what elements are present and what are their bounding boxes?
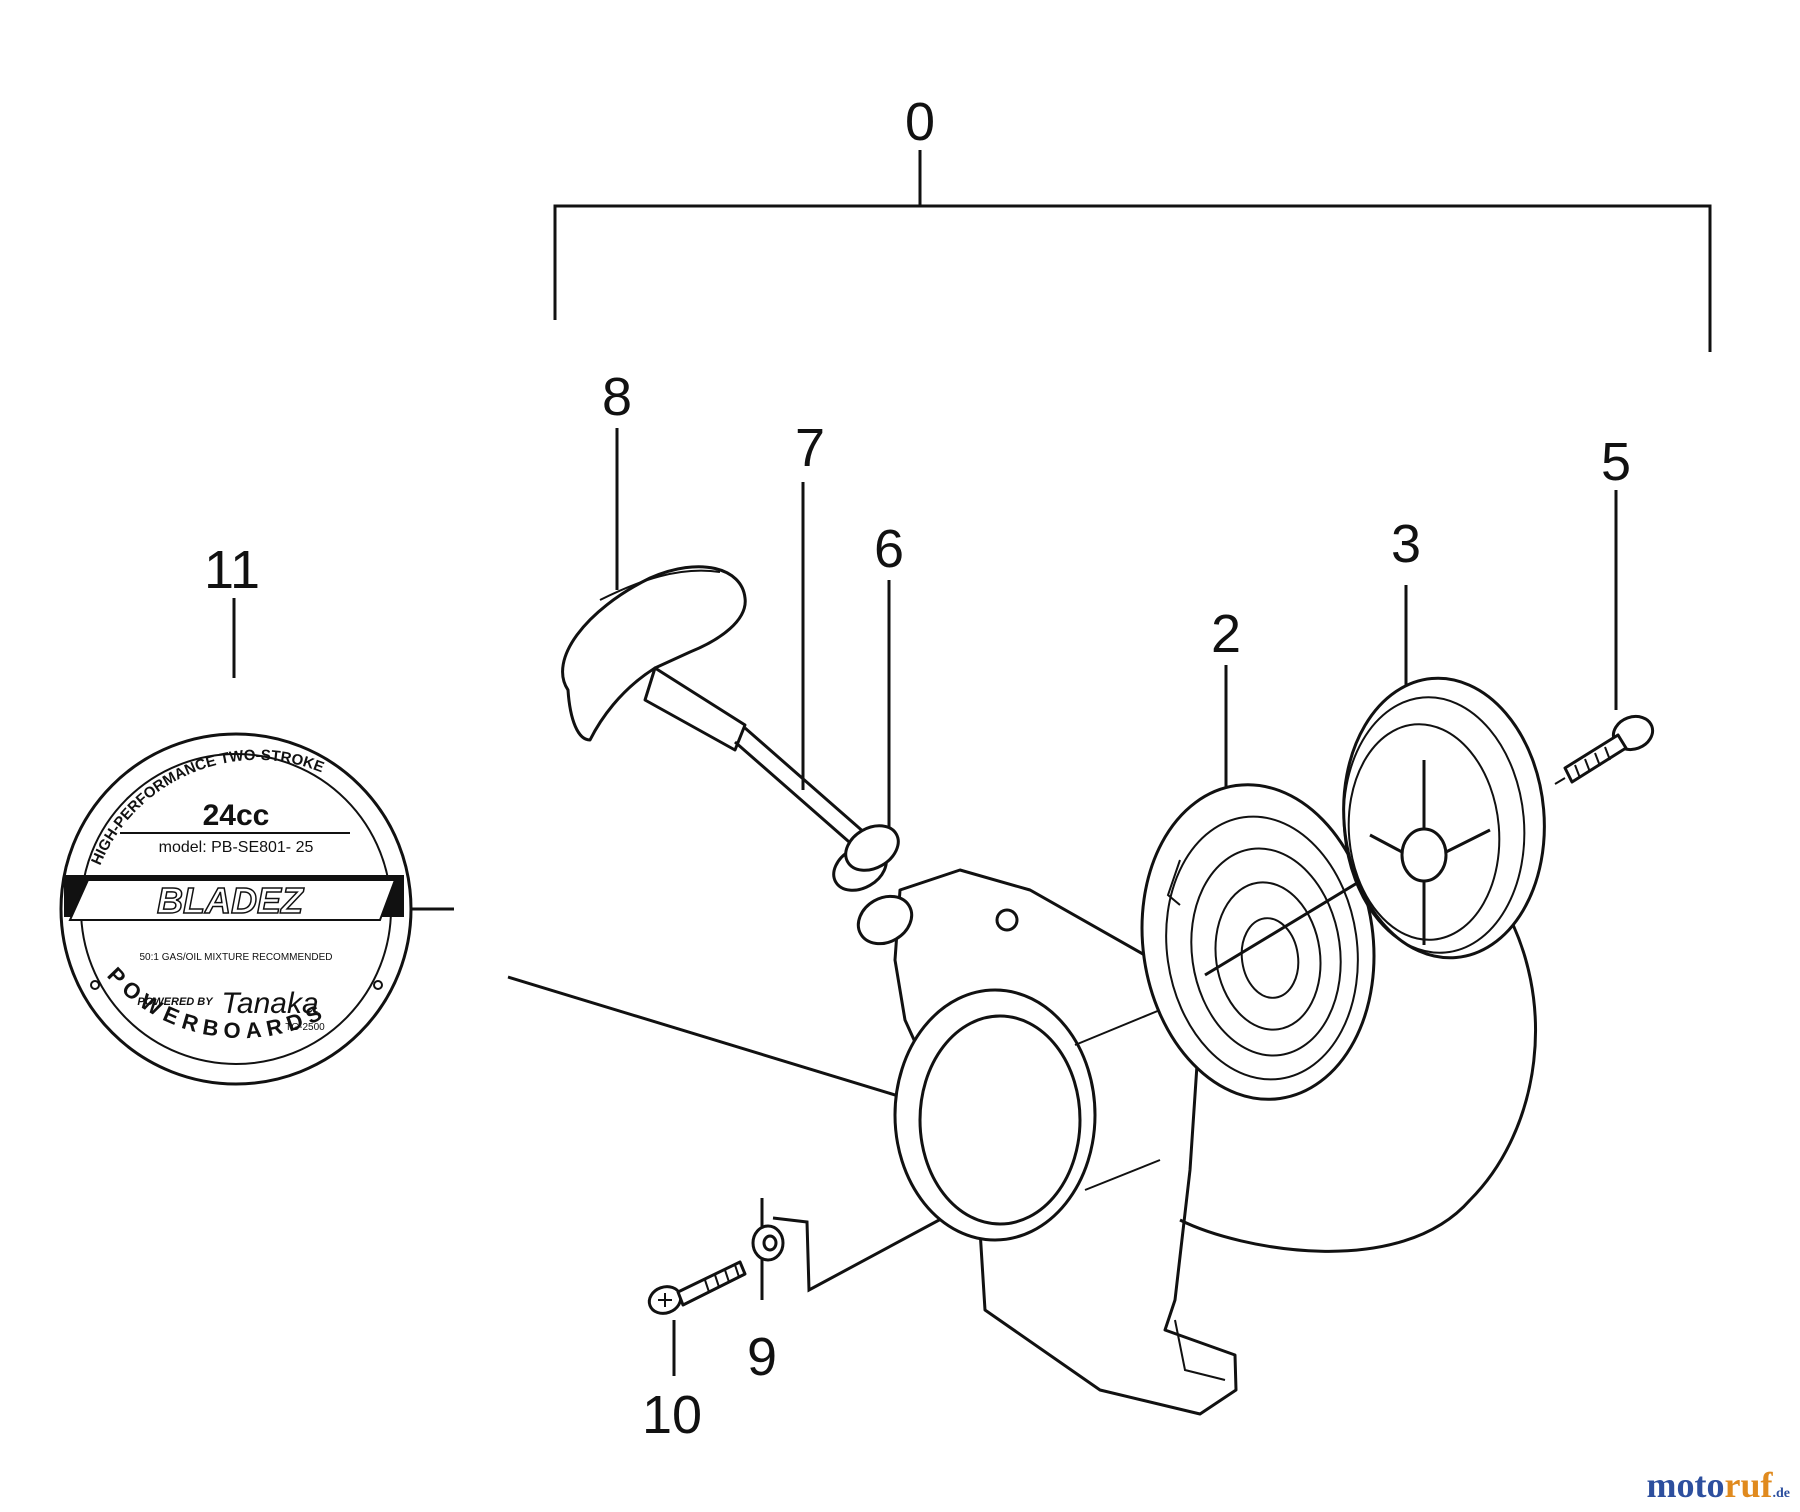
watermark: motoruf.de (1647, 1464, 1790, 1506)
watermark-suffix: .de (1772, 1486, 1791, 1501)
decal: HIGH-PERFORMANCE TWO-STROKE POWERBOARDS … (59, 732, 413, 1086)
callout-10: 10 (642, 1385, 702, 1445)
rope-guide (832, 824, 900, 892)
decal-mixture: 50:1 GAS/OIL MIXTURE RECOMMENDED (140, 952, 333, 963)
callout-3: 3 (1391, 514, 1421, 574)
callout-2: 2 (1211, 604, 1241, 664)
decal-logo-panel (68, 879, 397, 921)
callout-0: 0 (905, 92, 935, 152)
screw (1554, 714, 1655, 785)
decal-displacement: 24cc (203, 799, 270, 832)
callout-7: 7 (795, 418, 825, 478)
watermark-part-2: ruf (1724, 1465, 1773, 1505)
callout-9: 9 (747, 1327, 777, 1387)
watermark-part-1: moto (1646, 1465, 1725, 1505)
decal-brand-model: TG-2500 (285, 1022, 325, 1033)
bolt (647, 1260, 747, 1315)
decal-powered-by: POWERED BY (137, 996, 214, 1008)
decal-logo-text: BLADEZ (157, 880, 305, 921)
washer (751, 1224, 785, 1262)
callout-11: 11 (204, 540, 260, 600)
starter-rope (734, 726, 867, 850)
starter-housing (856, 868, 1238, 1416)
starter-handle (561, 565, 747, 752)
rope-reel (1342, 676, 1546, 960)
callout-8: 8 (602, 367, 632, 427)
assembly-bracket (553, 150, 1712, 352)
decal-brand: Tanaka (221, 987, 318, 1020)
leader-lines (232, 428, 1618, 1376)
decal-model: model: PB-SE801- 25 (159, 839, 314, 856)
callout-5: 5 (1601, 432, 1631, 492)
callouts: 0 8 7 6 2 3 5 11 9 10 (204, 92, 1631, 1445)
callout-6: 6 (874, 519, 904, 579)
